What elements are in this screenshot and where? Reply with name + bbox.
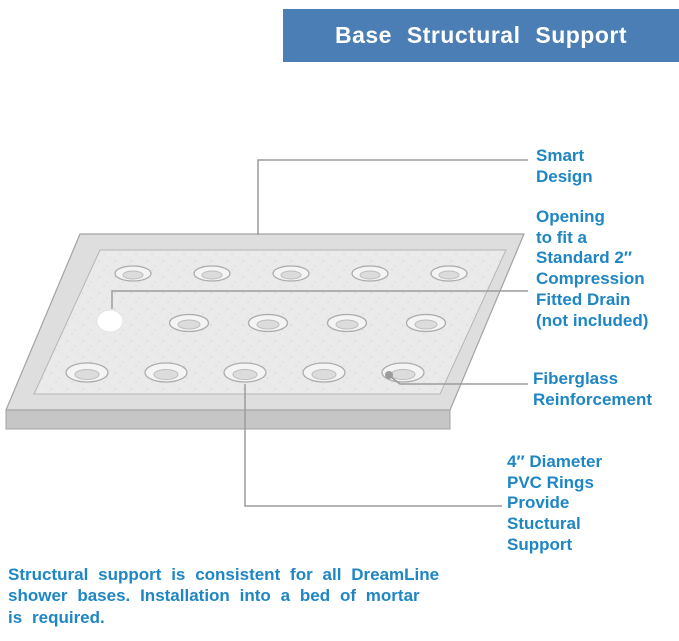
pvc-ring	[193, 265, 231, 282]
callout-smart-design: Smart Design	[536, 146, 593, 186]
callout-line-pvc-rings	[244, 384, 502, 507]
callout-lines	[111, 159, 528, 507]
pvc-ring	[326, 313, 368, 333]
shower-pan	[5, 233, 525, 430]
footer-note: Structural support is consistent for all…	[8, 565, 440, 627]
pvc-ring	[223, 362, 267, 383]
pvc-ring	[430, 265, 468, 282]
callout-line-drain-opening	[111, 290, 528, 309]
pvc-ring	[272, 265, 310, 282]
pan-front-face	[5, 409, 451, 430]
pvc-ring	[302, 362, 346, 383]
callout-fiberglass-reinforcement: Fiberglass Reinforcement	[533, 369, 653, 409]
pvc-ring	[114, 265, 152, 282]
pvc-ring	[65, 362, 109, 383]
pvc-ring	[168, 313, 210, 333]
fiberglass-point-marker	[385, 371, 393, 379]
callout-line-smart-design	[257, 159, 528, 235]
pvc-ring	[351, 265, 389, 282]
drain-opening	[96, 309, 124, 333]
pvc-ring	[144, 362, 188, 383]
pvc-ring	[405, 313, 447, 333]
page-title: Base Structural Support	[334, 22, 628, 48]
header-banner: Base Structural Support	[283, 9, 679, 62]
callout-line-fiberglass	[390, 376, 528, 385]
pvc-ring	[247, 313, 289, 333]
callout-drain-opening: Opening to fit a Standard 2″ Compression…	[536, 207, 649, 330]
callout-pvc-rings: 4″ Diameter PVC Rings Provide Stuctural …	[507, 452, 603, 554]
